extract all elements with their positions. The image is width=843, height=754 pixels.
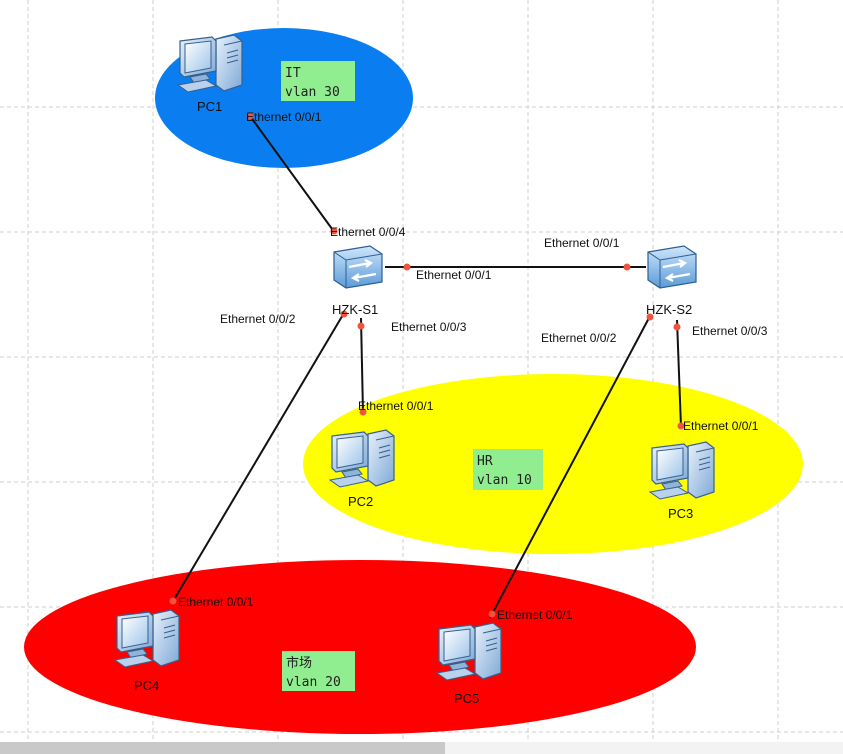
port-label-pc3-e001: Ethernet 0/0/1 <box>683 419 759 433</box>
pc4-label: PC4 <box>134 678 159 693</box>
port-dot-s2-e001 <box>623 263 631 271</box>
zone-market[interactable] <box>24 560 696 734</box>
port-dot-pc4 <box>169 597 177 605</box>
vlan-box-hr-vlan: vlan 10 <box>477 473 532 488</box>
vlan-box-it[interactable]: IT vlan 30 <box>281 61 355 101</box>
port-dot-pc5 <box>488 610 496 618</box>
port-label-s2-e003: Ethernet 0/0/3 <box>692 324 768 338</box>
device-pc1[interactable]: PC1 <box>177 34 243 114</box>
port-dots <box>169 112 685 618</box>
port-label-s2-e001: Ethernet 0/0/1 <box>544 236 620 250</box>
s1-label: HZK-S1 <box>332 302 378 317</box>
s1-switch-icon <box>332 244 384 290</box>
port-dot-s2-e002 <box>646 313 654 321</box>
port-dot-pc3 <box>677 422 685 430</box>
link-s1-pc4[interactable] <box>171 312 345 604</box>
vlan-box-market-name: 市场 <box>286 655 312 671</box>
link-s1-pc2[interactable] <box>360 317 364 414</box>
pc1-computer-icon <box>177 34 243 93</box>
pc5-label: PC5 <box>454 691 479 706</box>
vlan-box-market-vlan: vlan 20 <box>286 675 341 690</box>
vlan-box-it-vlan: vlan 30 <box>285 85 340 100</box>
pc3-computer-icon <box>649 441 715 500</box>
horizontal-scrollbar-thumb[interactable] <box>0 742 445 754</box>
vlan-box-market[interactable]: 市场 vlan 20 <box>282 651 355 691</box>
link-pc1-s1[interactable] <box>249 115 336 234</box>
device-pc4[interactable]: PC4 <box>114 609 180 693</box>
link-s2-pc5[interactable] <box>489 315 651 619</box>
port-label-s1-e003: Ethernet 0/0/3 <box>391 320 467 334</box>
port-dot-s2-e003 <box>673 323 681 331</box>
vlan-box-hr-name: HR <box>477 454 493 469</box>
port-label-pc5-e001: Ethernet 0/0/1 <box>497 608 573 622</box>
device-switch-s2[interactable]: HZK-S2 <box>646 244 698 317</box>
port-dot-s1-e003 <box>357 322 365 330</box>
vlan-box-hr[interactable]: HR vlan 10 <box>473 449 543 490</box>
port-label-s2-e002: Ethernet 0/0/2 <box>541 331 617 345</box>
port-dot-s1-e002 <box>340 310 348 318</box>
device-pc3[interactable]: PC3 <box>649 441 715 521</box>
port-label-pc1-e001: Ethernet 0/0/1 <box>246 110 322 124</box>
pc4-computer-icon <box>114 609 180 668</box>
pc5-computer-icon <box>436 622 502 681</box>
port-label-s1-e001: Ethernet 0/0/1 <box>416 268 492 282</box>
s2-switch-icon <box>646 244 698 290</box>
link-s2-pc3[interactable] <box>676 319 682 428</box>
port-label-pc4-e001: Ethernet 0/0/1 <box>178 595 254 609</box>
pc3-label: PC3 <box>668 506 693 521</box>
port-label-pc2-e001: Ethernet 0/0/1 <box>358 399 434 413</box>
s2-label: HZK-S2 <box>646 302 692 317</box>
port-label-s1-e004: Ethernet 0/0/4 <box>330 225 406 239</box>
port-dot-s1-e004 <box>330 227 338 235</box>
vlan-box-it-name: IT <box>285 66 301 81</box>
pc2-computer-icon <box>329 429 395 488</box>
device-switch-s1[interactable]: HZK-S1 <box>332 244 384 317</box>
port-dot-pc1 <box>246 112 254 120</box>
pc2-label: PC2 <box>348 494 373 509</box>
device-pc5[interactable]: PC5 <box>436 622 502 706</box>
port-label-s1-e002: Ethernet 0/0/2 <box>220 312 296 326</box>
port-dot-s1-e001 <box>403 263 411 271</box>
pc1-label: PC1 <box>197 99 222 114</box>
zone-hr[interactable] <box>303 374 803 554</box>
device-pc2[interactable]: PC2 <box>329 429 395 509</box>
port-dot-pc2 <box>359 408 367 416</box>
